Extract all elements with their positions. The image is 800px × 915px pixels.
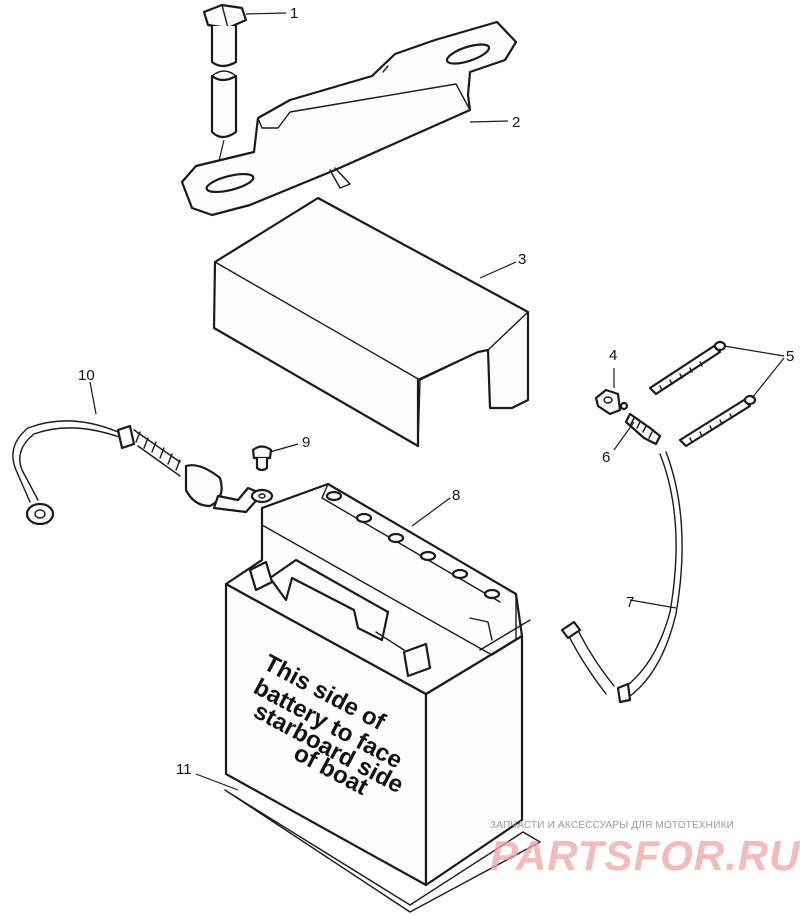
clamp-part [594,388,629,416]
callout-7: 7 [626,594,634,611]
callout-11: 11 [176,761,192,778]
watermark-caption: ЗАПЧАСТИ И АКСЕССУАРЫ ДЛЯ МОТОТЕХНИКИ [490,820,735,831]
watermark-logo: PARTSFOR.RU [490,832,800,879]
callout-5: 5 [786,348,794,365]
hold-down-bracket-part [180,20,518,217]
battery-part: This side of battery to face starboard s… [224,482,541,913]
battery-cable-part [12,420,274,526]
callout-6: 6 [602,449,610,466]
callout-4: 4 [609,347,617,364]
callout-labels: 1 2 3 4 5 6 7 8 9 10 11 [78,5,794,778]
callout-9: 9 [302,434,310,451]
callout-leaders [89,12,785,791]
bolt-part [202,3,248,166]
callout-8: 8 [452,487,460,504]
callout-1: 1 [290,5,298,22]
terminal-screw-part [251,445,273,472]
callout-2: 2 [512,114,520,131]
callout-10: 10 [78,367,95,384]
fitting-part [624,412,662,446]
screws-part [648,340,757,448]
callout-3: 3 [518,251,526,268]
battery-cover-part [212,196,530,448]
vent-tube-part [560,451,683,704]
